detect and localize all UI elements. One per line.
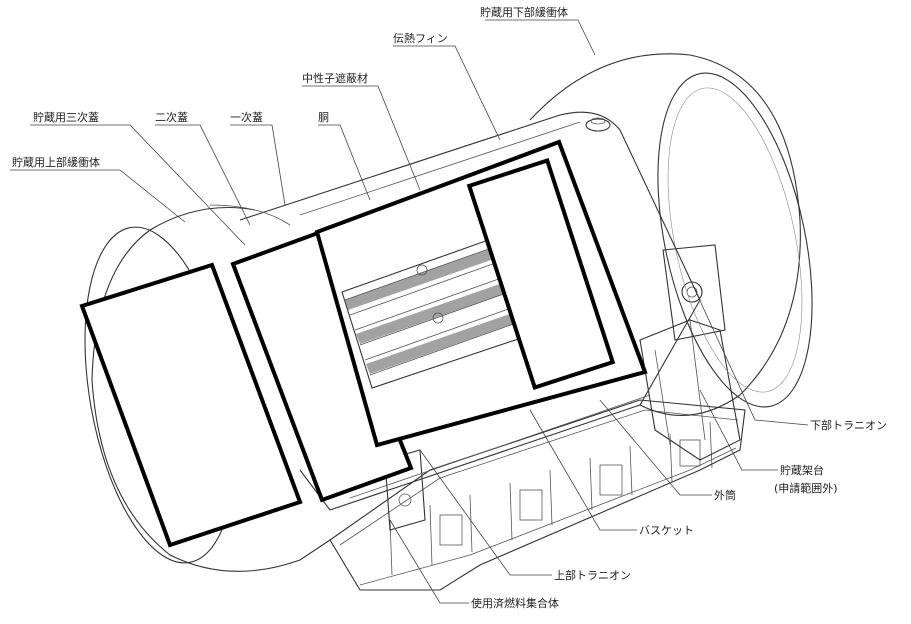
label-outer-cylinder: 外筒 (714, 488, 736, 502)
label-storage-stand-note: (申請範囲外) (774, 481, 838, 495)
label-storage-stand: 貯蔵架台 (780, 463, 824, 477)
window-lids (230, 230, 414, 503)
leader-lines (10, 19, 809, 604)
label-lower-shock-absorber: 貯蔵用下部緩衝体 (480, 5, 568, 19)
label-fuel-assembly: 使用済燃料集合体 (471, 596, 559, 610)
label-upper-shock-absorber: 貯蔵用上部緩衝体 (12, 155, 100, 169)
label-primary-lid: 一次蓋 (230, 110, 263, 124)
label-tertiary-lid: 貯蔵用三次蓋 (33, 110, 99, 124)
cask-body (239, 111, 701, 511)
label-basket: バスケット (639, 524, 694, 537)
label-lower-trunnion: 下部トラニオン (810, 418, 887, 432)
label-secondary-lid: 二次蓋 (155, 110, 188, 124)
label-body: 胴 (318, 111, 329, 124)
label-heat-fin: 伝熱フィン (393, 32, 448, 45)
basket-internals (341, 157, 616, 391)
labels: 貯蔵用下部緩衝体 伝熱フィン 中性子遮蔽材 胴 一次蓋 二次蓋 貯蔵用三次蓋 貯… (12, 5, 887, 610)
label-neutron-shield: 中性子遮蔽材 (302, 71, 368, 85)
label-upper-trunnion: 上部トラニオン (554, 568, 631, 582)
window-upper-absorber (79, 262, 303, 548)
lower-shock-absorber (529, 53, 813, 416)
